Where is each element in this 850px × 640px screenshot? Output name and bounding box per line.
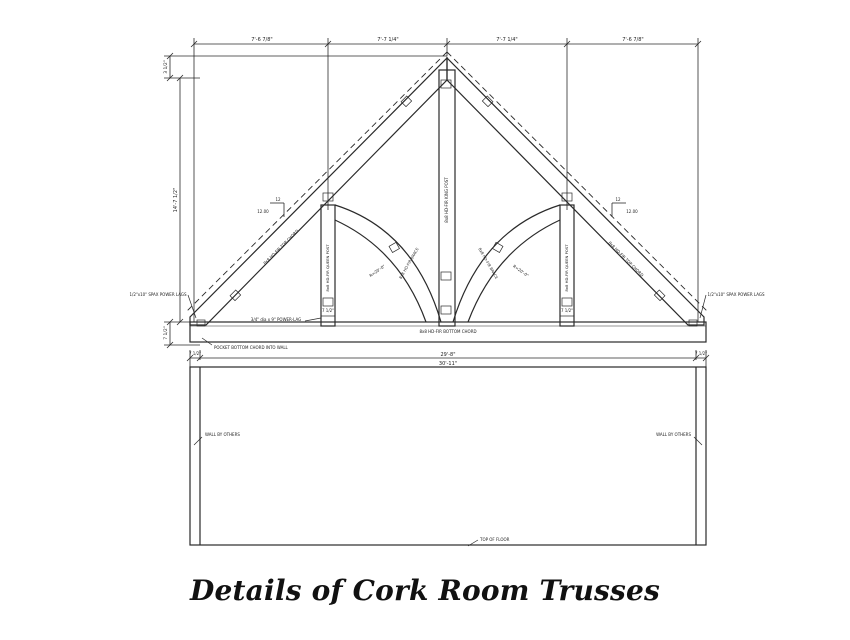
overall-height-dimension: 14'-7 1/2" — [173, 188, 179, 213]
top-dimension-line — [190, 38, 702, 322]
pitch-symbol-right — [611, 202, 626, 217]
brace-radius-right: R=20'-0" — [512, 264, 530, 279]
pitch-symbol-left — [270, 202, 285, 217]
roof-outline-dashed — [185, 51, 709, 313]
brace-radius-left: R=20'-0" — [368, 263, 386, 278]
post-width-left: 7 1/2" — [322, 308, 334, 313]
bottom-chord-depth-dimension: 7 1/2" — [163, 326, 169, 340]
rafter-left-label: 8x8 HD-FIR TOP CHORD — [262, 228, 299, 265]
queen-post-left-label: 8x8 HD-FIR QUEEN POST — [325, 244, 330, 292]
brace-left-label: 8x8 HD-FIR BRACE — [398, 246, 420, 280]
rafter-right-label: 8x8 HD-FIR TOP CHORD — [607, 240, 644, 277]
bottom-chord-label: 8x8 HD-FIR BOTTOM CHORD — [419, 329, 476, 334]
overhang-right-dimension: 7 1/2" — [695, 351, 707, 356]
span-dimension: 29'-8" — [440, 352, 455, 358]
brace-right — [452, 204, 561, 323]
heel-dimension: 3 1/2" — [163, 60, 169, 74]
bottom-chord — [189, 321, 707, 343]
top-dim-3: 7'-7 1/4" — [496, 37, 517, 43]
connection-marks — [196, 79, 698, 327]
pocket-note: POCKET BOTTOM CHORD INTO WALL — [214, 345, 289, 350]
queen-post-right-label: 8x8 HD-FIR QUEEN POST — [564, 244, 569, 292]
post-width-right: 7 1/2" — [561, 308, 573, 313]
brace-left — [334, 204, 442, 323]
drawing-caption: Details of Cork Room Trusses — [190, 574, 660, 607]
overhang-left-dimension: 7 1/2" — [189, 351, 201, 356]
top-dim-1: 7'-6 7/8" — [251, 37, 272, 43]
note-leaders — [187, 294, 707, 547]
floor-label: TOP OF FLOOR — [479, 537, 510, 542]
lag-note-right: 1/2"x10" SPAX POWER LAGS — [707, 292, 764, 297]
pitch-rise-left: 12 — [275, 197, 281, 202]
top-dim-4: 7'-6 7/8" — [622, 37, 643, 43]
lag-note-left: 1/2"x10" SPAX POWER LAGS — [129, 292, 186, 297]
span-dimension-lines — [186, 350, 710, 372]
top-chord-right — [446, 56, 705, 326]
king-post-label: 8x8 HD-FIR KING POST — [444, 177, 449, 223]
wall-left-label: WALL BY OTHERS — [205, 432, 240, 437]
pitch-run-right: 12.00 — [626, 209, 638, 214]
left-dimension-lines — [164, 52, 447, 349]
wall-section — [189, 366, 707, 546]
top-dim-2: 7'-7 1/4" — [377, 37, 398, 43]
wall-right-label: WALL BY OTHERS — [656, 432, 691, 437]
bolt-note: 3/4" dia x 9" POWER-LAG — [251, 317, 301, 322]
pitch-run-left: 12.00 — [257, 209, 269, 214]
overall-span-dimension: 30'-11" — [439, 361, 457, 367]
pitch-rise-right: 12 — [615, 197, 621, 202]
